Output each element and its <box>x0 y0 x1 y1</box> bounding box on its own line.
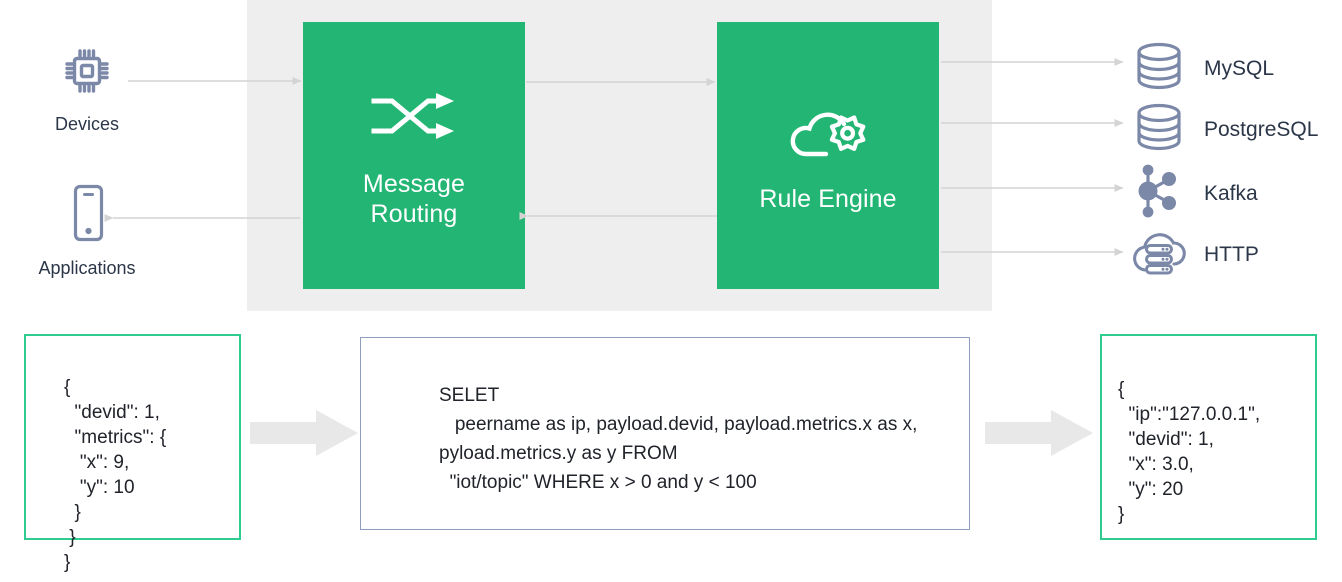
sink-node-label: Kafka <box>1204 181 1258 205</box>
block-arrow-input-to-sql <box>250 410 358 456</box>
process-label-line1: Message <box>362 169 466 198</box>
block-arrow-sql-to-output <box>985 410 1093 456</box>
cloud-gear-icon <box>782 98 874 170</box>
shuffle-arrows-icon <box>368 83 460 155</box>
chip-icon <box>58 42 116 105</box>
sink-node-label: MySQL <box>1204 56 1275 80</box>
cloud-server-icon <box>1130 226 1188 283</box>
process-box-label: Message Routing <box>363 169 465 229</box>
sink-node-label: HTTP <box>1204 242 1259 266</box>
mobile-phone-icon <box>65 182 109 249</box>
sink-node-label: PostgreSQL <box>1204 117 1319 141</box>
output-result-json: { "ip":"127.0.0.1", "devid": 1, "x": 3.0… <box>1118 379 1261 525</box>
sink-node-http[interactable]: HTTP <box>1130 226 1259 283</box>
source-node-devices[interactable]: Devices <box>22 42 152 135</box>
process-box-rule-engine[interactable]: Rule Engine <box>717 22 939 289</box>
node-graph-icon <box>1130 163 1188 224</box>
process-box-label: Rule Engine <box>759 184 897 213</box>
output-result-card[interactable]: { "ip":"127.0.0.1", "devid": 1, "x": 3.0… <box>1100 334 1317 540</box>
database-cylinder-icon <box>1130 40 1188 97</box>
input-payload-card[interactable]: { "devid": 1, "metrics": { "x": 9, "y": … <box>24 334 241 573</box>
source-node-label: Devices <box>54 114 120 134</box>
sink-node-mysql[interactable]: MySQL <box>1130 40 1274 97</box>
process-label-line2: Routing <box>370 199 458 228</box>
sink-node-kafka[interactable]: Kafka <box>1130 163 1258 224</box>
rule-sql-card[interactable]: SELET peername as ip, payload.devid, pay… <box>360 337 970 530</box>
source-node-applications[interactable]: Applications <box>22 182 152 279</box>
process-box-message-routing[interactable]: Message Routing <box>303 22 525 289</box>
input-payload-json: { "devid": 1, "metrics": { "x": 9, "y": … <box>64 377 167 573</box>
sink-node-postgresql[interactable]: PostgreSQL <box>1130 101 1318 158</box>
database-cylinder-icon <box>1130 101 1188 158</box>
source-node-label: Applications <box>38 258 136 278</box>
rule-sql-statement: SELET peername as ip, payload.devid, pay… <box>439 385 918 493</box>
